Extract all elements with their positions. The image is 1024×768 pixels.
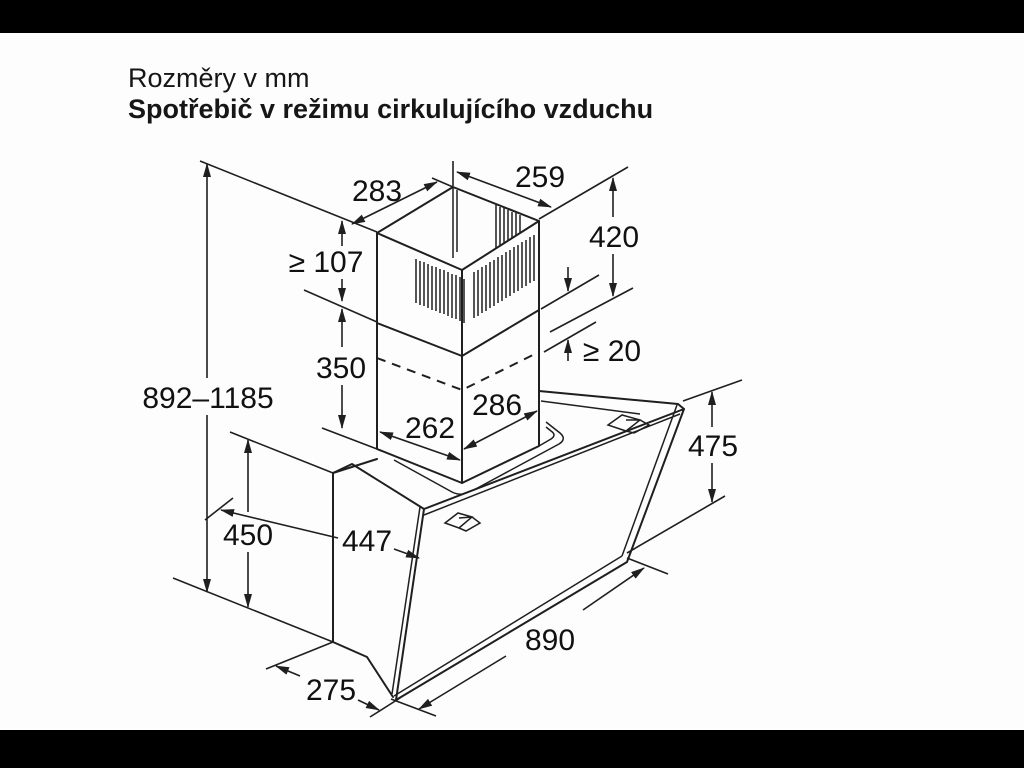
dim-label-259: 259	[515, 161, 565, 194]
dim-label-283: 283	[352, 175, 402, 208]
dim-label-286: 286	[472, 389, 522, 422]
dimension-283: 283	[351, 175, 438, 225]
hood-dimension-drawing: 892–1185 450 283 259 420	[142, 160, 743, 718]
dim-label-450: 450	[223, 519, 273, 552]
dimension-min-107: ≥ 107	[289, 220, 364, 302]
dimension-450: 450	[223, 439, 273, 608]
chimney-duct	[376, 186, 540, 484]
mounting-bracket-right	[606, 414, 651, 434]
dim-label-447: 447	[342, 525, 392, 558]
dim-label-475: 475	[688, 430, 738, 463]
glass-panel	[391, 404, 685, 701]
dimension-890: 890	[418, 567, 645, 710]
dimension-447: 447	[220, 509, 420, 559]
dimension-350: 350	[316, 308, 366, 429]
letterbox-top-bar	[0, 0, 1024, 33]
dim-label-890: 890	[525, 624, 575, 657]
dim-label-892-1185: 892–1185	[142, 382, 273, 415]
dimension-892-1185: 892–1185	[142, 163, 274, 593]
dim-label-min-20: ≥ 20	[583, 335, 641, 368]
extension-lines	[172, 160, 743, 718]
dim-label-275: 275	[306, 674, 356, 707]
mounting-bracket-left	[443, 512, 482, 532]
diagram-title: Spotřebič v režimu cirkulujícího vzduchu	[128, 94, 654, 124]
dim-label-420: 420	[589, 221, 639, 254]
dimension-min-20: ≥ 20	[564, 267, 641, 368]
diagram-page: Rozměry v mm Spotřebič v režimu cirkuluj…	[0, 33, 1024, 730]
dim-label-262: 262	[405, 412, 455, 445]
chimney-recess	[393, 421, 564, 495]
dimension-286: 286	[463, 389, 538, 450]
vent-slats	[415, 205, 535, 323]
dim-label-350: 350	[316, 352, 366, 385]
dimension-262: 262	[379, 412, 461, 461]
dimension-259: 259	[456, 161, 565, 208]
letterbox-bottom-bar	[0, 730, 1024, 768]
dimension-475: 475	[688, 391, 738, 503]
telescope-dashed-line	[376, 351, 540, 392]
dimension-420: 420	[589, 177, 639, 297]
dimension-275: 275	[275, 665, 380, 711]
dim-label-min-107: ≥ 107	[289, 246, 364, 279]
diagram-subtitle: Rozměry v mm	[128, 63, 310, 93]
